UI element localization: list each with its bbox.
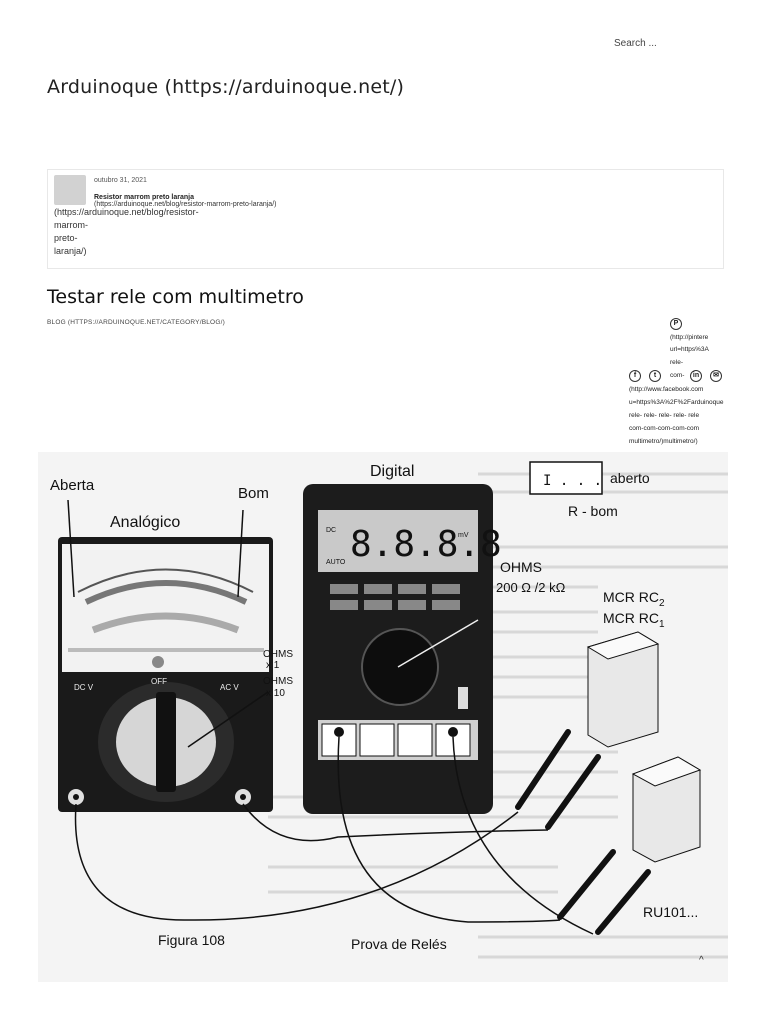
label-aberta: Aberta [50, 477, 95, 494]
pinterest-link-line-1[interactable]: (http://pintere [670, 332, 708, 343]
display-dc: DC [326, 527, 336, 534]
label-aberto: aberto [610, 470, 650, 486]
share-link-line-1[interactable]: (http://www.facebook.com [629, 384, 703, 395]
related-post-thumbnail[interactable] [54, 175, 86, 205]
related-post-title[interactable]: Resistor marrom preto laranja [94, 194, 194, 201]
label-ru101: RU101... [643, 904, 698, 920]
share-link-line-3[interactable]: rele- rele- rele- rele- rele [629, 410, 699, 421]
display-unit: mV [458, 532, 469, 539]
pinterest-link-line-2[interactable]: url=https%3A [670, 344, 709, 355]
email-icon[interactable]: ✉ [710, 370, 722, 382]
label-ohms-range: 200 Ω /2 kΩ [496, 580, 566, 595]
pinterest-link-line-4[interactable]: com- [670, 370, 684, 381]
back-to-top-button[interactable]: ^ [699, 955, 704, 966]
label-prova: Prova de Relés [351, 936, 447, 952]
label-ohms-x1: OHMS [263, 649, 293, 660]
share-link-line-4[interactable]: com-com-com-com-com [629, 423, 699, 434]
label-acv: AC V [220, 683, 239, 692]
pinterest-icon[interactable]: P [670, 318, 682, 330]
display-auto: AUTO [326, 559, 346, 566]
svg-text:x 10: x 10 [266, 688, 285, 699]
related-post-url[interactable]: (https://arduinoque.net/blog/resistor- m… [54, 206, 174, 258]
label-digital: Digital [370, 463, 414, 480]
display-value: 8.8.8.8 [350, 524, 502, 565]
twitter-icon[interactable]: t [649, 370, 661, 382]
search-input[interactable]: Search ... [614, 38, 657, 49]
post-title: Testar rele com multimetro [47, 286, 304, 308]
label-figura: Figura 108 [158, 932, 225, 948]
site-title-link[interactable]: Arduinoque (https://arduinoque.net/) [47, 76, 404, 98]
share-link-line-2[interactable]: u=https%3A%2F%2Farduinoque [629, 397, 724, 408]
label-dcv: DC V [74, 683, 94, 692]
label-off: OFF [151, 677, 167, 686]
facebook-icon[interactable]: f [629, 370, 641, 382]
share-link-line-5[interactable]: multimetro/)multimetro/) [629, 436, 698, 447]
related-post-date: outubro 31, 2021 [94, 177, 147, 184]
pinterest-link-line-3[interactable]: rele- [670, 357, 683, 368]
relay-test-figure: Analógico Aberta Bom DC V AC V OFF OHMS … [38, 452, 728, 982]
label-analogico: Analógico [110, 514, 180, 531]
post-category-link[interactable]: BLOG (HTTPS://ARDUINOQUE.NET/CATEGORY/BL… [47, 319, 225, 326]
label-ohms-x10: OHMS [263, 676, 293, 687]
label-ohms: OHMS [500, 559, 542, 575]
svg-text:x 1: x 1 [266, 660, 280, 671]
label-r-bom: R - bom [568, 503, 618, 519]
linkedin-icon[interactable]: in [690, 370, 702, 382]
small-open-box: I . . . [543, 473, 602, 489]
label-bom: Bom [238, 485, 269, 502]
